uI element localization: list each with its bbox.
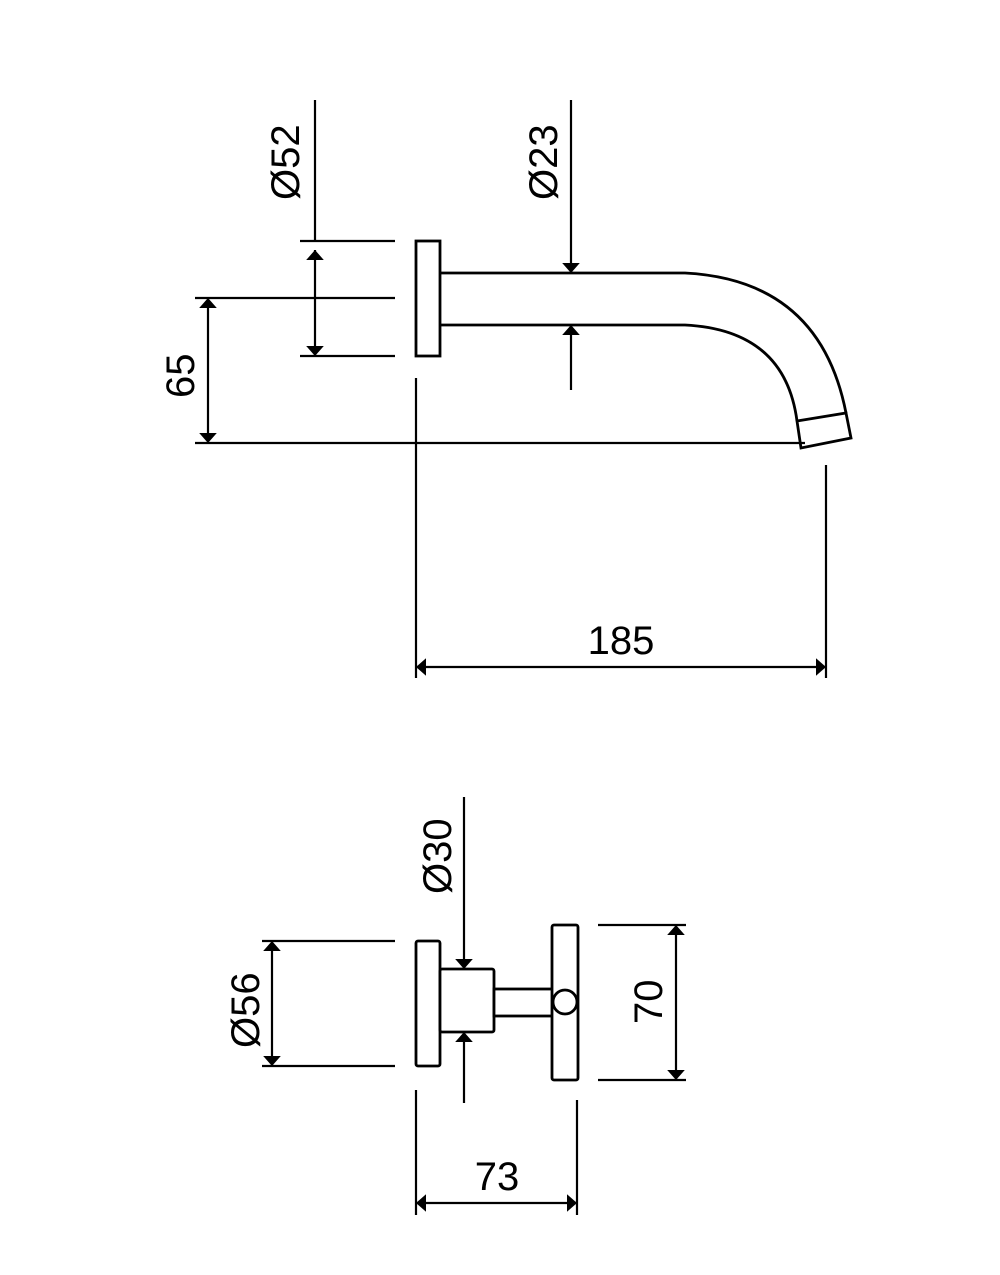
spout-top-edge [440, 271, 848, 414]
spout-bottom-edge [440, 323, 799, 422]
dimension-outlet-height: 65 [159, 296, 805, 445]
dimension-label: 70 [627, 980, 671, 1025]
spout-outlet [795, 411, 853, 450]
dimension-label: 185 [588, 619, 655, 663]
handle-wall-plate [414, 939, 442, 1068]
handle-hub [551, 988, 579, 1016]
handle-stem [492, 987, 555, 1018]
dimension-depth: 73 [414, 1090, 579, 1215]
handle-side-view: Ø30 Ø56 70 73 [224, 797, 686, 1215]
dimension-label: Ø23 [522, 124, 566, 200]
dimension-label: 65 [159, 354, 203, 399]
spout-side-view: Ø52 Ø23 65 185 [159, 100, 853, 678]
dimension-projection: 185 [414, 378, 828, 678]
dimension-plate-diameter: Ø52 [264, 100, 395, 358]
valve-body [438, 967, 496, 1034]
dimension-label: Ø56 [224, 972, 268, 1048]
dimension-body-diameter: Ø30 [416, 797, 473, 1103]
dimension-handle-plate-diameter: Ø56 [224, 939, 395, 1068]
dimension-label: Ø52 [264, 124, 308, 200]
dimension-spout-diameter: Ø23 [522, 100, 580, 390]
dimension-label: Ø30 [416, 818, 460, 894]
dimension-handle-height: 70 [598, 923, 686, 1082]
dimension-label: 73 [475, 1155, 520, 1199]
wall-plate [414, 239, 442, 358]
